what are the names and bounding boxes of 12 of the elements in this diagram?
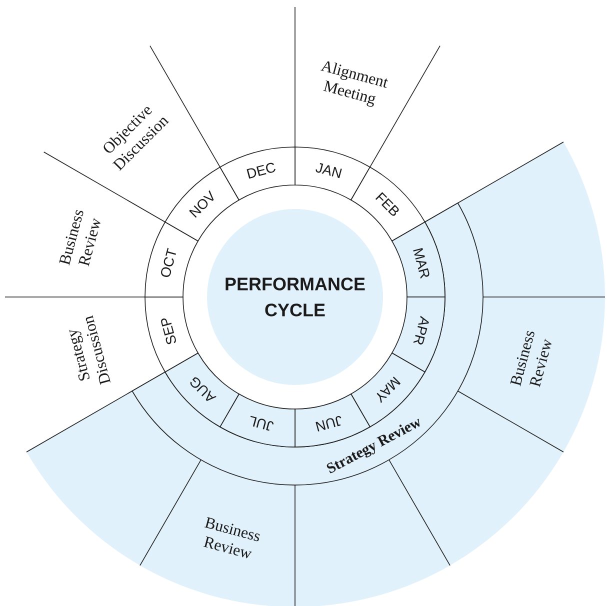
node-label: Business Review: [203, 516, 260, 558]
sector: Alignment Meeting: [294, 6, 388, 148]
sector: Business Review: [458, 296, 606, 452]
month-segment: SEP: [144, 296, 198, 372]
month-segment: DEC: [220, 146, 296, 200]
sector: Business Review: [140, 460, 296, 606]
month-segment: OCT: [144, 222, 198, 298]
month-segment: APR: [392, 296, 446, 372]
month-segment: JAN: [294, 146, 370, 200]
month-segment: JUL: [220, 394, 296, 448]
node-label: Business Review: [510, 331, 552, 388]
month-segment: MAR: [392, 222, 446, 298]
